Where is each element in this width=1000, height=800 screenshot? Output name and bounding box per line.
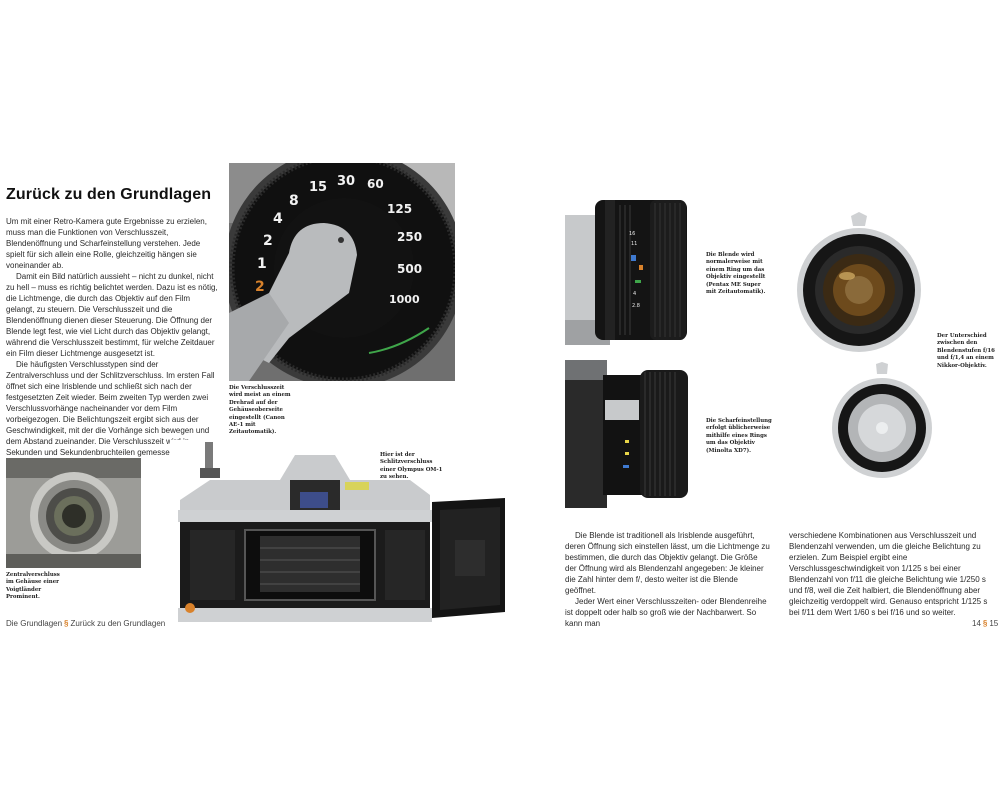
- paragraph: Damit ein Bild natürlich aussieht – nich…: [6, 272, 218, 358]
- footer-title: Zurück zu den Grundlagen: [70, 619, 166, 628]
- right-body-column-2: verschiedene Kombinationen aus Verschlus…: [789, 530, 994, 618]
- paragraph: Um mit einer Retro-Kamera gute Ergebniss…: [6, 217, 207, 270]
- right-body-column-1: Die Blende ist traditionell als Irisblen…: [565, 530, 770, 629]
- paragraph: Jeder Wert einer Verschlusszeiten- oder …: [565, 597, 767, 628]
- nikkor-narrow-aperture-photo: [832, 362, 932, 484]
- dial-number: 1000: [389, 293, 420, 306]
- footer-separator-icon: §: [64, 619, 69, 628]
- focus-ring-photo: [565, 360, 700, 508]
- aperture-ring-caption: Die Blende wird normalerweise mit einem …: [706, 252, 766, 296]
- page-number-left: 14: [972, 619, 981, 628]
- dial-number: 4: [273, 211, 283, 227]
- dial-number: 250: [397, 230, 422, 244]
- footer-section: Die Grundlagen: [6, 619, 63, 628]
- paragraph: Die Blende ist traditionell als Irisblen…: [565, 531, 770, 595]
- dial-number: 15: [309, 180, 327, 195]
- dial-number: 30: [337, 174, 355, 189]
- right-footer: 14§15: [972, 619, 998, 628]
- left-footer: Die Grundlagen§Zurück zu den Grundlagen: [6, 619, 165, 628]
- page-number-right: 15: [989, 619, 999, 628]
- shutter-dial-photo: 1 2 4 8 15 30 60 125 250 500 1000 2: [229, 163, 455, 381]
- svg-text:16: 16: [629, 231, 635, 237]
- aperture-ring-photo: 16 11 4 2.8: [565, 195, 700, 345]
- paragraph: Die häufigsten Verschlusstypen sind der …: [6, 360, 215, 457]
- dial-number: 2: [263, 233, 273, 249]
- focal-plane-shutter-photo: [170, 440, 515, 628]
- dial-number: 500: [397, 262, 422, 276]
- left-body-text: Um mit einer Retro-Kamera gute Ergebniss…: [6, 216, 218, 458]
- leaf-shutter-caption: Zentralverschluss im Gehäuse einer Voigt…: [6, 572, 60, 601]
- svg-text:2: 2: [255, 279, 265, 295]
- svg-text:11: 11: [631, 241, 637, 247]
- svg-text:2.8: 2.8: [632, 303, 640, 309]
- footer-separator-icon: §: [982, 619, 988, 628]
- dial-number: 125: [387, 202, 412, 216]
- focal-plane-caption: Hier ist der Schlitzverschluss einer Oly…: [380, 452, 443, 481]
- shutter-dial-caption: Die Verschlusszeit wird meist an einem D…: [229, 385, 291, 436]
- dial-number: 8: [289, 193, 299, 209]
- focus-ring-caption: Die Scharfeinstellung erfolgt üblicherwe…: [706, 418, 772, 454]
- svg-text:4: 4: [633, 291, 636, 297]
- nikkor-wide-aperture-photo: [795, 212, 923, 358]
- paragraph: verschiedene Kombinationen aus Verschlus…: [789, 531, 988, 617]
- aperture-compare-caption: Der Unterschied zwischen den Blendenstuf…: [937, 333, 995, 369]
- dial-number: 60: [367, 177, 384, 191]
- dial-number: 1: [257, 256, 267, 272]
- page-heading: Zurück zu den Grundlagen: [6, 186, 212, 203]
- leaf-shutter-photo: [6, 458, 141, 568]
